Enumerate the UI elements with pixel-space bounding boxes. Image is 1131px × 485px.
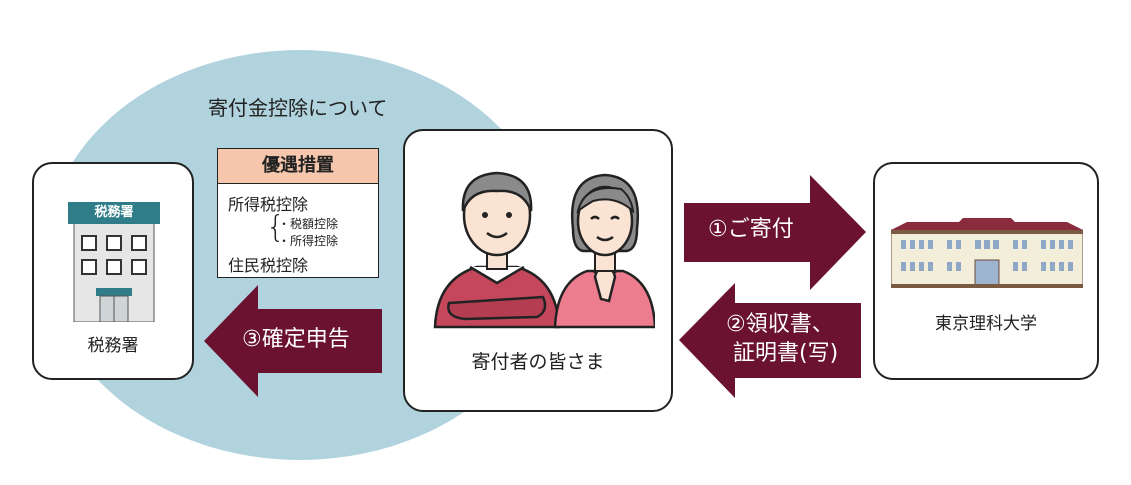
donor-card: 寄付者の皆さま xyxy=(403,129,673,412)
income-tax-deduction: 所得税控除 xyxy=(228,195,309,214)
woman-figure xyxy=(553,173,655,329)
tax-office-caption: 税務署 xyxy=(87,336,139,356)
sub-brace: { xyxy=(266,210,286,245)
scheme-title: 寄付金控除について xyxy=(208,96,388,120)
resident-tax-deduction: 住民税控除 xyxy=(228,256,309,275)
benefit-box: 優遇措置 所得税控除 { ・税額控除 ・所得控除 住民税控除 xyxy=(217,148,379,278)
tax-office-card: 税務署 税務署 xyxy=(32,162,194,380)
donors-illustration xyxy=(433,171,655,329)
sub-item-income-deduction: ・所得控除 xyxy=(278,234,339,248)
university-caption: 東京理科大学 xyxy=(935,314,1037,334)
benefit-box-header: 優遇措置 xyxy=(218,149,378,184)
tax-return-arrow xyxy=(204,285,382,397)
receipt-arrow xyxy=(679,283,861,398)
donation-arrow-label: ①ご寄付 xyxy=(708,217,794,242)
donation-arrow xyxy=(684,175,866,290)
university-card: 東京理科大学 xyxy=(873,162,1099,380)
tax-office-building-icon xyxy=(68,202,160,322)
receipt-arrow-label-line2: 証明書(写) xyxy=(733,341,839,366)
sub-item-tax-credit: ・税額控除 xyxy=(278,217,339,231)
tax-office-sign: 税務署 xyxy=(94,205,134,220)
man-figure xyxy=(433,171,561,329)
tax-return-arrow-label: ③確定申告 xyxy=(242,327,350,352)
receipt-arrow-label-line1: ②領収書、 xyxy=(726,312,834,337)
donor-caption: 寄付者の皆さま xyxy=(471,351,605,373)
university-building-icon xyxy=(891,218,1083,288)
